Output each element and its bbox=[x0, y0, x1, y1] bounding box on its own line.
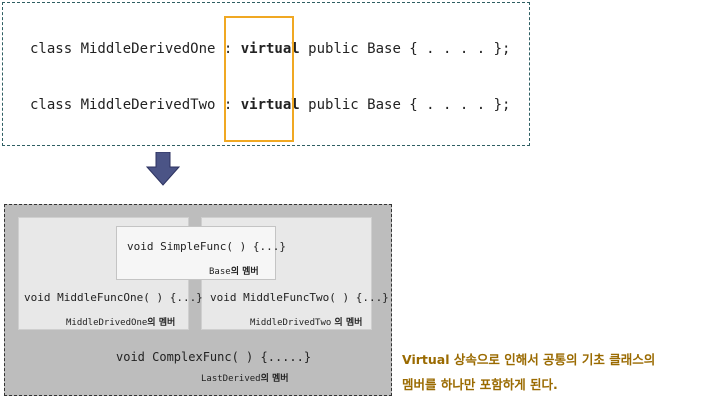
simple-func-text: void SimpleFunc( ) {...} bbox=[127, 240, 286, 253]
middle-two-label-code: MiddleDrivedTwo bbox=[250, 318, 332, 328]
middle-two-label-suffix: 의 멤버 bbox=[331, 318, 363, 328]
virtual-keyword-two: virtual bbox=[240, 97, 300, 113]
middle-one-member-label: MiddleDrivedOne의 멤버 bbox=[66, 315, 175, 328]
last-label-suffix: 의 멤버 bbox=[260, 374, 289, 384]
code-box: class MiddleDerivedOne : virtual public … bbox=[2, 2, 530, 146]
middle-two-member-label: MiddleDrivedTwo 의 멤버 bbox=[250, 315, 362, 328]
down-arrow-icon bbox=[146, 152, 180, 186]
note-line-two: 멤버를 하나만 포함하게 된다. bbox=[402, 377, 558, 392]
base-member-label: Base의 멤버 bbox=[209, 264, 259, 277]
base-members-box bbox=[116, 226, 276, 280]
base-label-suffix: 의 멤버 bbox=[230, 267, 259, 277]
code-line-two-prefix: class MiddleDerivedTwo : bbox=[30, 97, 241, 113]
last-derived-member-label: LastDerived의 멤버 bbox=[201, 371, 289, 384]
code-line-one-prefix: class MiddleDerivedOne : bbox=[30, 41, 241, 57]
note-line-one: Virtual 상속으로 인해서 공통의 기초 클래스의 bbox=[402, 352, 656, 367]
last-label-code: LastDerived bbox=[201, 374, 261, 384]
code-line-two-suffix: public Base { . . . . }; bbox=[299, 97, 511, 113]
complex-func-text: void ComplexFunc( ) {.....} bbox=[116, 350, 312, 364]
base-label-code: Base bbox=[209, 267, 231, 277]
code-line-one: class MiddleDerivedOne : virtual public … bbox=[30, 41, 510, 57]
code-line-two: class MiddleDerivedTwo : virtual public … bbox=[30, 97, 510, 113]
middle-func-one-text: void MiddleFuncOne( ) {...} bbox=[24, 291, 203, 304]
middle-one-label-suffix: 의 멤버 bbox=[147, 318, 176, 328]
middle-func-two-text: void MiddleFuncTwo( ) {...} bbox=[210, 291, 389, 304]
virtual-keyword-one: virtual bbox=[240, 41, 300, 57]
virtual-highlight-box bbox=[224, 16, 294, 142]
code-line-one-suffix: public Base { . . . . }; bbox=[299, 41, 511, 57]
middle-one-label-code: MiddleDrivedOne bbox=[66, 318, 148, 328]
explanation-note: Virtual 상속으로 인해서 공통의 기초 클래스의 멤버를 하나만 포함하… bbox=[402, 347, 718, 397]
